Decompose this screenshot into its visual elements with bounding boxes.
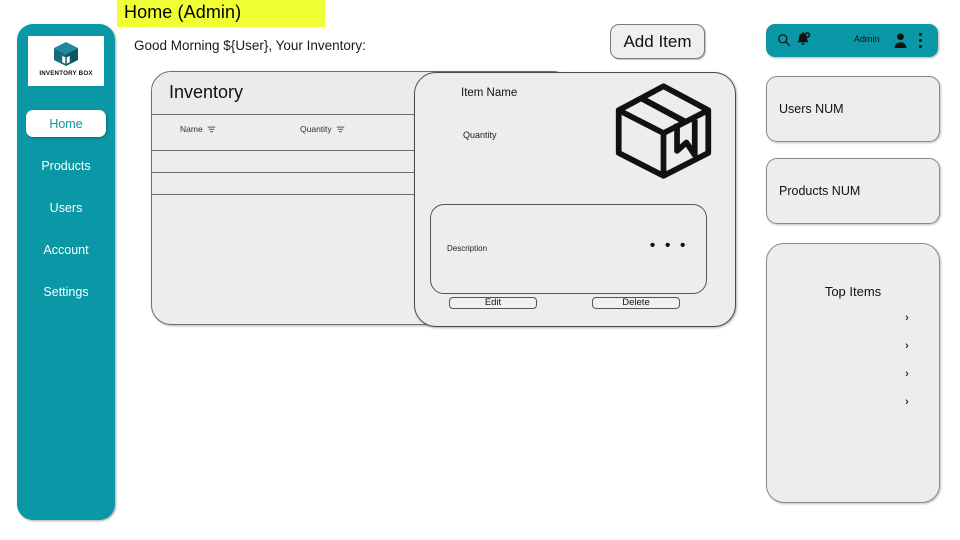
page-title: Home (Admin) (124, 2, 242, 22)
stat-card-label: Users NUM (779, 102, 844, 116)
sidebar-item-label: Products (41, 158, 91, 173)
inventory-table-header: Name Quantity (152, 115, 572, 150)
inventory-box-logo-icon (54, 42, 78, 66)
column-header-label: Quantity (300, 124, 332, 134)
top-items-row[interactable]: › (901, 368, 913, 380)
item-detail-card: Item Name Quantity Description • • • Edi… (414, 72, 736, 327)
filter-funnel-icon[interactable] (336, 125, 345, 134)
edit-button[interactable]: Edit (449, 297, 537, 309)
description-overflow-ellipsis[interactable]: • • • (649, 237, 688, 254)
description-box[interactable]: Description • • • (430, 204, 707, 294)
sidebar-item-label: Home (49, 116, 83, 131)
sidebar: INVENTORY BOX Home Products Users Accoun… (17, 24, 115, 520)
table-divider (152, 172, 572, 174)
user-role-label: Admin (854, 34, 880, 44)
table-divider (152, 194, 572, 196)
page-title-highlight (117, 0, 325, 27)
stat-card-users[interactable]: Users NUM (766, 76, 940, 142)
chevron-right-icon: › (905, 312, 909, 324)
sidebar-item-users[interactable]: Users (26, 196, 106, 219)
item-name-label: Item Name (461, 87, 518, 99)
item-quantity-label: Quantity (463, 130, 497, 140)
kebab-menu-icon[interactable] (918, 32, 923, 49)
brand-logo: INVENTORY BOX (28, 36, 104, 86)
column-header-name[interactable]: Name (180, 124, 216, 134)
description-label: Description (447, 244, 488, 253)
column-header-quantity[interactable]: Quantity (300, 124, 345, 134)
package-box-icon (615, 83, 712, 179)
top-items-row[interactable]: › (901, 396, 913, 408)
inventory-title: Inventory (169, 82, 244, 102)
sidebar-item-home[interactable]: Home (26, 110, 106, 137)
bell-notification-icon[interactable] (795, 31, 811, 49)
stat-card-label: Products NUM (779, 184, 861, 198)
sidebar-item-products[interactable]: Products (26, 154, 106, 177)
chevron-right-icon: › (905, 396, 909, 408)
filter-funnel-icon[interactable] (207, 125, 216, 134)
sidebar-item-label: Settings (43, 284, 89, 299)
sidebar-item-label: Users (49, 200, 83, 215)
top-items-row[interactable]: › (901, 312, 913, 324)
top-items-card: Top Items › › › › (766, 243, 940, 503)
stat-card-products[interactable]: Products NUM (766, 158, 940, 224)
top-items-title: Top Items (824, 284, 882, 299)
search-icon[interactable] (777, 33, 791, 47)
table-divider (152, 150, 572, 152)
brand-name: INVENTORY BOX (39, 70, 93, 77)
chevron-right-icon: › (905, 340, 909, 352)
delete-button[interactable]: Delete (592, 297, 680, 309)
chevron-right-icon: › (905, 368, 909, 380)
add-item-button[interactable]: Add Item (610, 24, 705, 59)
top-bar: Admin (766, 24, 938, 57)
sidebar-item-account[interactable]: Account (26, 238, 106, 261)
sidebar-item-label: Account (43, 242, 89, 257)
sidebar-item-settings[interactable]: Settings (26, 280, 106, 303)
person-icon[interactable] (893, 32, 908, 49)
greeting-text: Good Morning ${User}, Your Inventory: (134, 38, 366, 53)
top-items-row[interactable]: › (901, 340, 913, 352)
column-header-label: Name (180, 124, 203, 134)
